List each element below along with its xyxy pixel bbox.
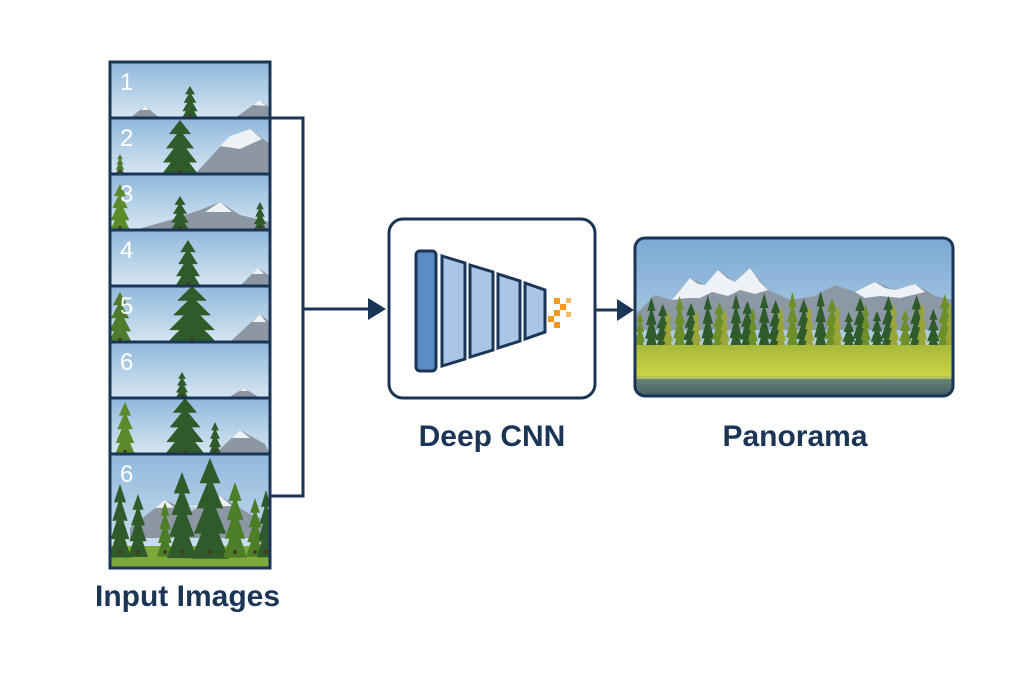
input-frame: 1	[108, 60, 272, 120]
input-frame: 5	[108, 284, 272, 344]
cnn-layer-icon	[440, 253, 467, 369]
input-frame: 4	[108, 228, 272, 288]
frame-number: 1	[120, 69, 133, 96]
frame-number: 5	[120, 293, 133, 320]
input-frame	[108, 396, 272, 456]
arrow-head-icon	[368, 298, 386, 320]
frame-number: 4	[120, 237, 133, 264]
cnn-layer-icon	[414, 249, 438, 373]
cnn-output-icon	[548, 298, 571, 328]
deep-cnn-label: Deep CNN	[418, 420, 566, 453]
input-frame: 6	[108, 452, 272, 570]
input-images-label: Input Images	[94, 580, 281, 613]
input-frame: 3	[108, 172, 272, 232]
input-image-strip: 1 2 3 4 5 6 6	[108, 60, 272, 570]
frame-number: 3	[120, 181, 133, 208]
output-arrow	[596, 299, 634, 321]
frame-number: 6	[120, 349, 133, 376]
input-frame: 2	[108, 116, 272, 176]
panorama-image	[633, 236, 955, 398]
frame-number: 2	[120, 125, 133, 152]
cnn-box	[387, 217, 597, 400]
cnn-layer-icon	[523, 280, 547, 342]
frame-number: 6	[120, 461, 133, 488]
input-connector	[270, 116, 386, 498]
input-frame: 6	[108, 340, 272, 400]
cnn-layer-icon	[468, 262, 495, 360]
arrow-head-icon	[617, 299, 634, 321]
panorama-label: Panorama	[722, 420, 868, 453]
cnn-layer-icon	[496, 271, 522, 351]
